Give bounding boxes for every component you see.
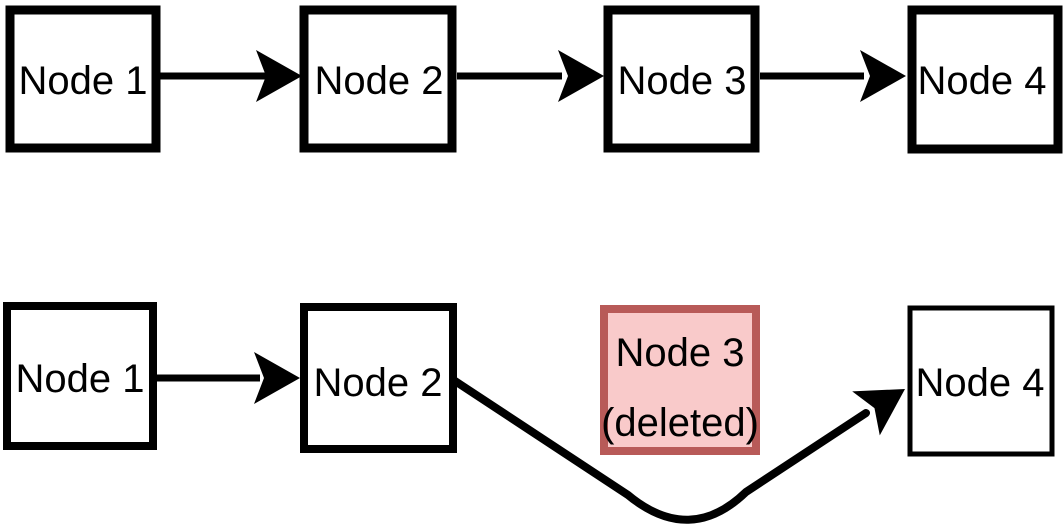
after-node3-label: Node 3 [616,331,745,375]
after-node4-box [907,305,1055,457]
list-before: Node 1 Node 2 Node 3 Node 4 [5,5,1063,154]
arrowhead [860,50,906,102]
arrowhead [254,352,300,404]
before-node1-label: Node 1 [19,59,148,103]
before-arrow-3-4 [760,50,906,102]
before-arrow-1-2 [160,50,302,102]
arrowhead [256,50,302,102]
before-node3-box [603,5,760,153]
before-node2-box [299,5,457,153]
before-node4-box [907,5,1063,154]
before-node3-label: Node 3 [618,59,747,103]
after-node2-label: Node 2 [314,361,443,405]
before-node1-box [5,5,161,153]
before-node2-label: Node 2 [315,59,444,103]
arrowhead [558,50,604,102]
before-arrow-2-3 [457,50,604,102]
list-after: Node 1 Node 2 Node 3 (deleted) Node 4 [3,302,1055,524]
after-node3-deleted-box [600,305,760,455]
after-node3-deleted-sublabel: (deleted) [601,401,759,445]
after-node1-label: Node 1 [16,357,145,401]
after-bypass-arrow-2-4 [451,377,905,524]
before-node4-label: Node 4 [918,59,1047,103]
after-arrow-1-2 [157,352,300,404]
arrowhead [852,389,905,436]
after-node1-box [3,302,157,450]
after-node4-label: Node 4 [916,361,1045,405]
bypass-curve [451,377,870,524]
